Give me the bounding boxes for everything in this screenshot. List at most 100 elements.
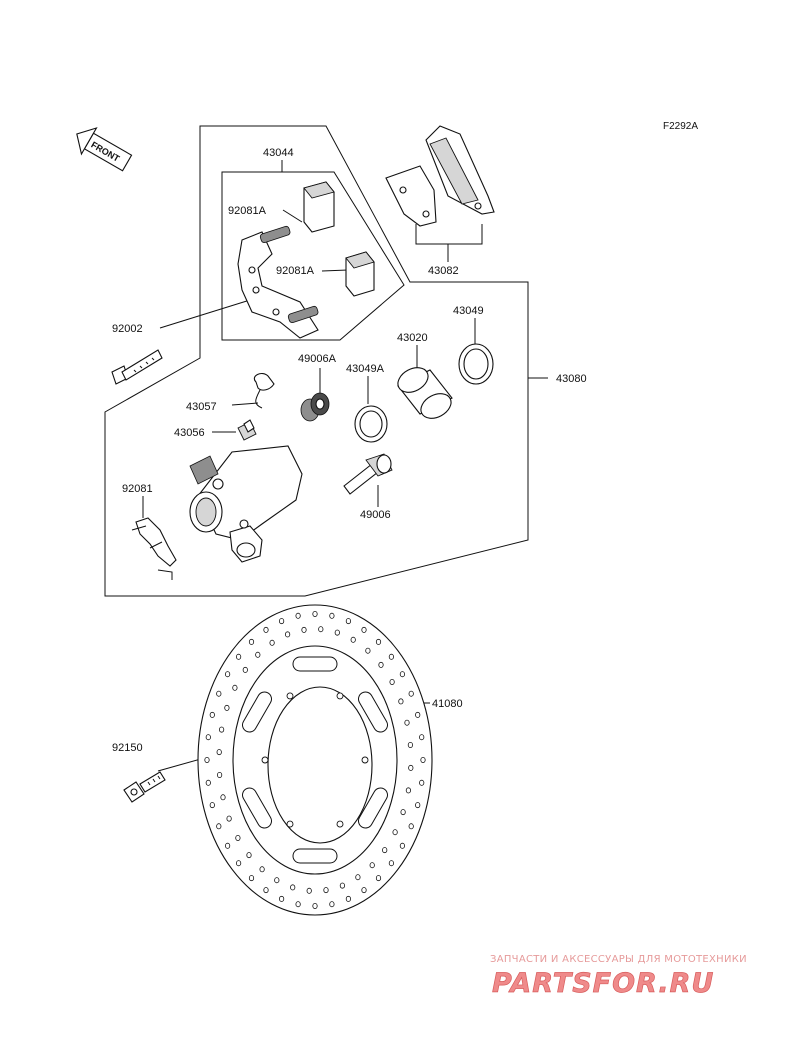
- label-43020: 43020: [397, 332, 428, 344]
- disc-hole: [235, 835, 241, 842]
- label-43049: 43049: [453, 305, 484, 317]
- disc-hole: [295, 901, 301, 908]
- disc-hole: [399, 671, 405, 678]
- disc-hole: [209, 711, 215, 718]
- disc-hole: [400, 809, 406, 816]
- disc-hole: [407, 742, 413, 749]
- label-43080: 43080: [556, 373, 587, 385]
- disc-mount-hole: [361, 756, 369, 764]
- bleed-valve-cap: [253, 373, 275, 409]
- disc-hole: [217, 772, 223, 779]
- disc-hole: [361, 626, 367, 633]
- caliper-pin: [343, 453, 393, 495]
- label-43049A: 43049A: [346, 363, 385, 375]
- pad-spring-upper: [303, 181, 335, 233]
- disc-hole: [312, 903, 318, 910]
- brake-pads: [385, 125, 495, 227]
- disc-lightening-slots: [242, 656, 389, 864]
- bleed-valve: [237, 419, 257, 441]
- disc-hole: [375, 875, 382, 882]
- disc-mount-hole: [261, 756, 269, 764]
- disc-hole: [365, 647, 371, 654]
- disc-hole: [389, 679, 395, 686]
- disc-hole: [408, 690, 414, 697]
- disc-hole: [408, 823, 414, 830]
- disc-hole: [350, 636, 356, 643]
- dust-seal: [354, 405, 388, 443]
- disc-hole: [301, 626, 307, 633]
- disc-mount-hole: [336, 820, 344, 828]
- disc-slot: [242, 691, 272, 733]
- label-43057: 43057: [186, 401, 217, 413]
- disc-hole: [415, 711, 421, 718]
- label-92081: 92081: [122, 483, 153, 495]
- disc-hole: [375, 638, 382, 645]
- disc-hole: [334, 629, 340, 636]
- disc-hole: [388, 653, 394, 660]
- disc-vent-holes: [204, 611, 426, 910]
- disc-mount-hole: [286, 692, 294, 700]
- disc-hole: [259, 866, 265, 873]
- caliper-body: [189, 445, 303, 563]
- disc-hole: [248, 875, 255, 882]
- disc-hole: [378, 661, 384, 668]
- rubber-boot: [300, 392, 330, 422]
- disc-hole: [398, 698, 404, 705]
- disc-hole: [419, 734, 425, 741]
- caliper-piston: [397, 367, 453, 419]
- disc-hole: [226, 815, 232, 822]
- disc-hole: [278, 895, 285, 902]
- disc-hole: [216, 823, 222, 830]
- disc-hole: [263, 626, 269, 633]
- disc-hole: [382, 847, 388, 854]
- disc-hole: [345, 618, 351, 625]
- disc-hole: [216, 749, 222, 756]
- disc-hole: [306, 887, 312, 894]
- disc-hole: [204, 757, 210, 764]
- disc-hole: [205, 779, 211, 786]
- disc-mount-hole: [336, 692, 344, 700]
- disc-hole: [220, 794, 226, 801]
- disc-hole: [248, 638, 255, 645]
- label-92002: 92002: [112, 323, 143, 335]
- disc-hole: [205, 734, 211, 741]
- disc-hole: [369, 862, 375, 869]
- label-49006: 49006: [360, 509, 391, 521]
- disc-hole: [263, 887, 269, 894]
- bracket-assembly-outline: [221, 171, 405, 341]
- disc-hole: [419, 779, 425, 786]
- label-41080: 41080: [432, 698, 463, 710]
- disc-hole: [219, 726, 225, 733]
- disc-hole: [361, 887, 367, 894]
- disc-hole: [284, 631, 291, 638]
- disc-hole: [224, 704, 230, 711]
- front-arrow-icon: FRONT: [76, 127, 133, 172]
- disc-hole: [225, 842, 231, 849]
- disc-hole: [232, 684, 238, 691]
- disc-hole: [236, 653, 242, 660]
- disc-mount-hole: [286, 820, 294, 828]
- disc-hole: [255, 651, 261, 658]
- label-92150: 92150: [112, 742, 143, 754]
- disc-hole: [404, 719, 410, 726]
- disc-slot: [358, 691, 388, 733]
- disc-hole: [236, 860, 242, 867]
- disc-hole: [388, 860, 394, 867]
- disc-hole: [246, 852, 252, 859]
- disc-hole: [392, 829, 398, 836]
- label-49006A: 49006A: [298, 353, 337, 365]
- disc-hole: [278, 618, 285, 625]
- label-43082: 43082: [428, 265, 459, 277]
- disc-hole: [355, 874, 361, 881]
- disc-hole: [225, 671, 231, 678]
- disc-hole: [242, 666, 248, 673]
- disc-hole: [323, 887, 329, 894]
- disc-hole: [420, 757, 426, 764]
- disc-hole: [408, 764, 414, 771]
- disc-hole: [290, 884, 296, 891]
- disc-hole: [274, 877, 280, 884]
- disc-hole: [329, 901, 335, 908]
- disc-hole: [216, 690, 222, 697]
- disc-slot: [292, 656, 338, 672]
